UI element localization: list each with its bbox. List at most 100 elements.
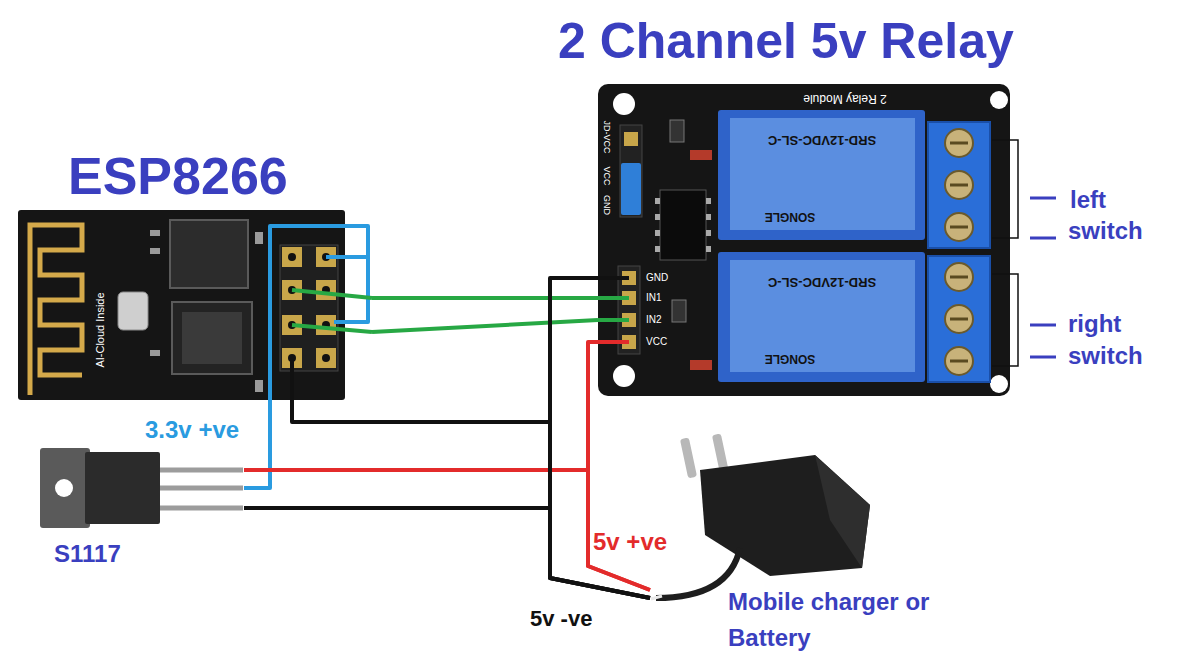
ground-wire — [292, 400, 650, 598]
board-marking: 2 Relay Module — [803, 91, 886, 105]
relay-board — [672, 300, 686, 322]
power-adapter — [815, 455, 870, 568]
relay-marking: SRD-12VDC-SL-C — [768, 133, 876, 148]
pin-wires — [290, 358, 294, 400]
power-adapter — [651, 596, 662, 599]
relay-board — [598, 84, 1010, 396]
esp8266-board — [255, 232, 263, 244]
esp8266-board — [255, 380, 263, 392]
relay-board — [990, 375, 1008, 393]
relay-board — [706, 198, 711, 204]
pin-name: JD-VCC — [602, 121, 612, 154]
pin-name: IN1 — [646, 292, 662, 304]
pin-header — [316, 315, 336, 335]
wire-label: 5v +ve — [593, 528, 667, 556]
power-adapter — [656, 548, 740, 598]
relay-module: 2 Channel 5v Relay — [598, 84, 1010, 396]
power-adapter — [651, 433, 870, 599]
relay-board — [990, 91, 1008, 109]
relay-board — [613, 365, 635, 387]
relay-board — [624, 132, 638, 146]
pin-header — [280, 245, 338, 371]
power-adapter: Mobile charger or Battery — [650, 436, 950, 660]
module-heading: 2 Channel 5v Relay — [558, 12, 1014, 70]
relay-board — [706, 230, 711, 236]
switch-leaders — [1030, 198, 1056, 357]
esp8266-board — [150, 248, 160, 254]
pin-header — [322, 354, 330, 362]
relay-board — [718, 252, 925, 382]
relay-board — [655, 214, 660, 220]
switch-leaders — [992, 140, 1056, 366]
pin-wires — [270, 226, 368, 400]
supply-wire — [244, 400, 270, 488]
switch-label: switch — [1068, 342, 1143, 370]
switch-label: left — [1070, 186, 1106, 214]
pin-header — [316, 348, 336, 368]
pin-header — [280, 245, 338, 371]
relay-marking: SONGLE — [765, 351, 816, 365]
relay-board — [620, 125, 642, 217]
relay-board — [613, 93, 635, 115]
wire-label: 3.3v +ve — [145, 416, 239, 444]
relay-board — [660, 190, 706, 260]
esp8266-board — [18, 210, 372, 400]
relay-pin-wires — [598, 318, 629, 322]
relay-board — [655, 246, 660, 252]
esp8266-board — [150, 350, 160, 356]
voltage-regulator — [40, 448, 243, 528]
pin-wires — [292, 290, 372, 298]
screw-slot — [950, 143, 968, 361]
relay-pin-wires — [598, 296, 629, 300]
supply-label: Mobile charger or Battery — [728, 584, 933, 656]
relay-board — [706, 214, 711, 220]
pin-name: VCC — [646, 336, 667, 348]
switch-label: switch — [1068, 217, 1143, 245]
relay-pin-wires — [598, 276, 629, 280]
power-adapter — [680, 437, 697, 478]
relay-marking: SONGLE — [765, 209, 816, 223]
relay-board — [730, 260, 915, 372]
relay-board — [598, 84, 1010, 396]
relay-board — [690, 360, 712, 370]
relay-pin-wires — [598, 340, 629, 344]
supply-wire — [244, 470, 650, 590]
relay-board — [718, 110, 925, 240]
relay-pin-wires — [598, 278, 629, 342]
power-adapter — [700, 455, 870, 576]
switch-label: right — [1068, 310, 1121, 338]
switch-leaders — [992, 140, 1018, 238]
pin-name: GND — [646, 272, 668, 284]
voltage-regulator — [85, 452, 160, 524]
pin-name: VCC — [602, 166, 612, 185]
relay-board — [730, 118, 915, 230]
esp8266-board — [30, 225, 82, 395]
terminal-screw — [945, 129, 973, 375]
module-heading: ESP8266 — [68, 146, 288, 206]
pin-wires — [292, 325, 372, 332]
pin-name: GND — [602, 195, 612, 215]
board-marking: AI-Cloud Inside — [94, 292, 107, 367]
relay-board — [655, 230, 660, 236]
wire-label: 5v -ve — [530, 606, 592, 632]
esp8266-board — [18, 210, 345, 400]
pin-wires — [270, 226, 372, 400]
pin-wires — [326, 255, 368, 259]
switch-leaders — [992, 274, 1018, 366]
pin-header — [282, 247, 302, 267]
relay-board — [655, 198, 660, 204]
voltage-regulator — [55, 479, 73, 497]
signal-wire — [372, 296, 598, 300]
relay-board — [621, 163, 641, 215]
esp8266-board — [118, 292, 148, 330]
voltage-regulator — [160, 470, 243, 508]
esp8266-board — [172, 302, 252, 374]
pin-header — [288, 253, 296, 261]
part-label: S1117 — [54, 540, 121, 568]
screw-slot — [950, 143, 968, 361]
esp8266-board — [182, 312, 242, 364]
pin-header — [316, 280, 336, 300]
relay-marking: SRD-12VDC-SL-C — [768, 275, 876, 290]
voltage-regulator — [40, 448, 90, 528]
